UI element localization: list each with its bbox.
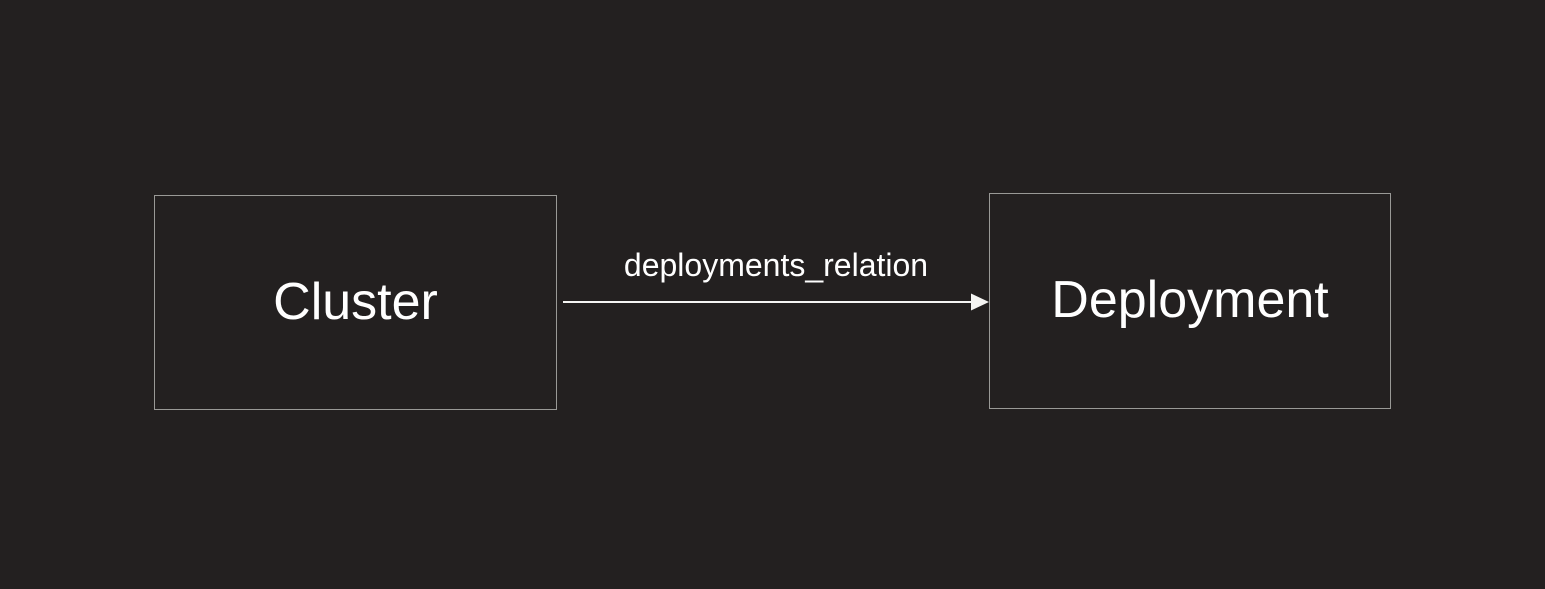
- arrowhead-icon: [971, 293, 989, 311]
- node-deployment[interactable]: Deployment: [989, 193, 1391, 409]
- node-cluster-label: Cluster: [273, 272, 438, 331]
- edge-label: deployments_relation: [623, 247, 929, 283]
- node-cluster[interactable]: Cluster: [154, 195, 557, 410]
- node-deployment-label: Deployment: [1051, 271, 1329, 330]
